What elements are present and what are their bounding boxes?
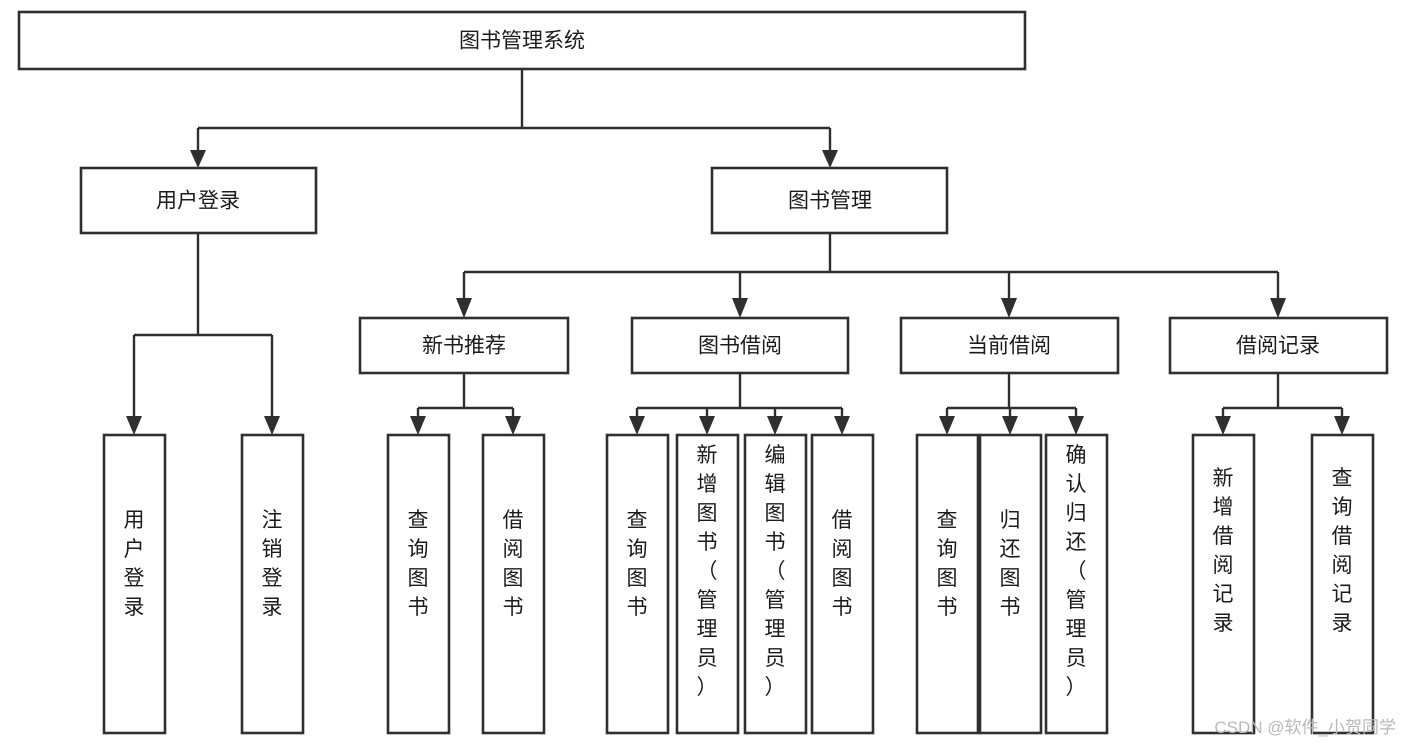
- node-leaf-confirm-return-box[interactable]: [1044, 433, 1109, 735]
- node-leaf-return-book[interactable]: 归还图书: [978, 433, 1043, 735]
- node-book-manage-box[interactable]: [710, 166, 949, 235]
- node-book-manage[interactable]: 图书管理: [710, 166, 949, 235]
- node-new-book-recommend-label: 新书推荐: [422, 335, 506, 358]
- arrow-head-book-manage: [822, 150, 838, 168]
- node-leaf-add-book[interactable]: 新增图书（管理员）: [675, 433, 740, 735]
- node-leaf-logout[interactable]: 注销登录: [240, 433, 305, 735]
- arrow-head-borrow-record: [1270, 298, 1286, 318]
- node-leaf-logout-label: 注销登录: [262, 509, 283, 619]
- arrow-head-leaf-query-book-2: [629, 416, 645, 435]
- node-leaf-query-book-2-label: 查询图书: [627, 509, 648, 619]
- node-leaf-query-book-2-box[interactable]: [605, 433, 670, 735]
- node-book-borrow[interactable]: 图书借阅: [630, 316, 850, 375]
- node-user-login-box[interactable]: [79, 166, 318, 235]
- node-leaf-borrow-book-2[interactable]: 借阅图书: [810, 433, 875, 735]
- arrow-head-user-login: [190, 150, 206, 168]
- node-book-manage-label: 图书管理: [788, 190, 872, 213]
- node-leaf-query-book-2[interactable]: 查询图书: [605, 433, 670, 735]
- arrow-head-leaf-borrow-book-2: [834, 416, 850, 435]
- arrow-head-new-book-recommend: [456, 298, 472, 318]
- arrow-head-leaf-logout: [264, 416, 280, 435]
- node-leaf-query-book-1[interactable]: 查询图书: [386, 433, 451, 735]
- node-leaf-query-record-label: 查询借阅记录: [1332, 467, 1353, 635]
- node-leaf-borrow-book-1[interactable]: 借阅图书: [481, 433, 546, 735]
- node-leaf-query-record[interactable]: 查询借阅记录: [1310, 433, 1375, 735]
- node-leaf-query-book-1-label: 查询图书: [408, 509, 429, 619]
- node-leaf-query-book-3-label: 查询图书: [937, 509, 958, 619]
- node-leaf-borrow-book-2-box[interactable]: [810, 433, 875, 735]
- node-leaf-add-book-label: 新增图书（管理员）: [697, 444, 718, 699]
- node-leaf-return-book-box[interactable]: [978, 433, 1043, 735]
- node-leaf-add-record[interactable]: 新增借阅记录: [1191, 433, 1256, 735]
- node-leaf-query-record-box[interactable]: [1310, 433, 1375, 735]
- arrow-head-book-borrow: [732, 298, 748, 318]
- node-root-box[interactable]: [17, 10, 1027, 71]
- node-borrow-record-label: 借阅记录: [1236, 335, 1320, 358]
- node-leaf-query-book-3-box[interactable]: [915, 433, 980, 735]
- node-current-borrow-box[interactable]: [899, 316, 1120, 375]
- node-new-book-recommend-box[interactable]: [358, 316, 570, 375]
- arrow-head-leaf-confirm-return: [1068, 416, 1084, 435]
- node-book-borrow-label: 图书借阅: [698, 335, 782, 358]
- csdn-watermark: CSDN @软件_小贺同学: [1214, 718, 1396, 737]
- node-root-label: 图书管理系统: [459, 30, 585, 53]
- arrow-head-leaf-query-book-3: [939, 416, 955, 435]
- node-leaf-add-book-box[interactable]: [675, 433, 740, 735]
- node-leaf-confirm-return[interactable]: 确认归还（管理员）: [1044, 433, 1109, 735]
- arrow-head-leaf-add-record: [1215, 416, 1231, 435]
- node-leaf-edit-book-label: 编辑图书（管理员）: [765, 444, 786, 699]
- node-leaf-edit-book-box[interactable]: [743, 433, 808, 735]
- node-leaf-query-book-1-box[interactable]: [386, 433, 451, 735]
- node-leaf-return-book-label: 归还图书: [1000, 509, 1021, 619]
- arrow-head-leaf-borrow-book-1: [505, 416, 521, 435]
- node-borrow-record[interactable]: 借阅记录: [1168, 316, 1389, 375]
- node-leaf-borrow-book-1-box[interactable]: [481, 433, 546, 735]
- arrow-head-leaf-edit-book: [767, 416, 783, 435]
- node-new-book-recommend[interactable]: 新书推荐: [358, 316, 570, 375]
- node-book-borrow-box[interactable]: [630, 316, 850, 375]
- node-root[interactable]: 图书管理系统: [17, 10, 1027, 71]
- node-leaf-add-record-box[interactable]: [1191, 433, 1256, 735]
- arrow-head-current-borrow: [1001, 298, 1017, 318]
- node-leaf-add-record-label: 新增借阅记录: [1213, 467, 1234, 635]
- node-leaf-edit-book[interactable]: 编辑图书（管理员）: [743, 433, 808, 735]
- arrow-head-leaf-return-book: [1002, 416, 1018, 435]
- node-leaf-user-login-label: 用户登录: [124, 509, 145, 619]
- node-leaf-logout-box[interactable]: [240, 433, 305, 735]
- arrow-head-leaf-query-book-1: [410, 416, 426, 435]
- node-user-login-label: 用户登录: [156, 190, 240, 213]
- arrow-head-leaf-add-book: [699, 416, 715, 435]
- node-leaf-borrow-book-2-label: 借阅图书: [832, 509, 853, 619]
- arrow-head-leaf-query-record: [1334, 416, 1350, 435]
- arrow-head-leaf-user-login: [126, 416, 142, 435]
- connectors-layer: [126, 69, 1350, 435]
- node-leaf-confirm-return-label: 确认归还（管理员）: [1066, 444, 1087, 699]
- node-user-login[interactable]: 用户登录: [79, 166, 318, 235]
- node-leaf-borrow-book-1-label: 借阅图书: [503, 509, 524, 619]
- node-leaf-query-book-3[interactable]: 查询图书: [915, 433, 980, 735]
- node-current-borrow[interactable]: 当前借阅: [899, 316, 1120, 375]
- node-borrow-record-box[interactable]: [1168, 316, 1389, 375]
- node-leaf-user-login-box[interactable]: [102, 433, 167, 735]
- node-current-borrow-label: 当前借阅: [967, 335, 1051, 358]
- node-leaf-user-login[interactable]: 用户登录: [102, 433, 167, 735]
